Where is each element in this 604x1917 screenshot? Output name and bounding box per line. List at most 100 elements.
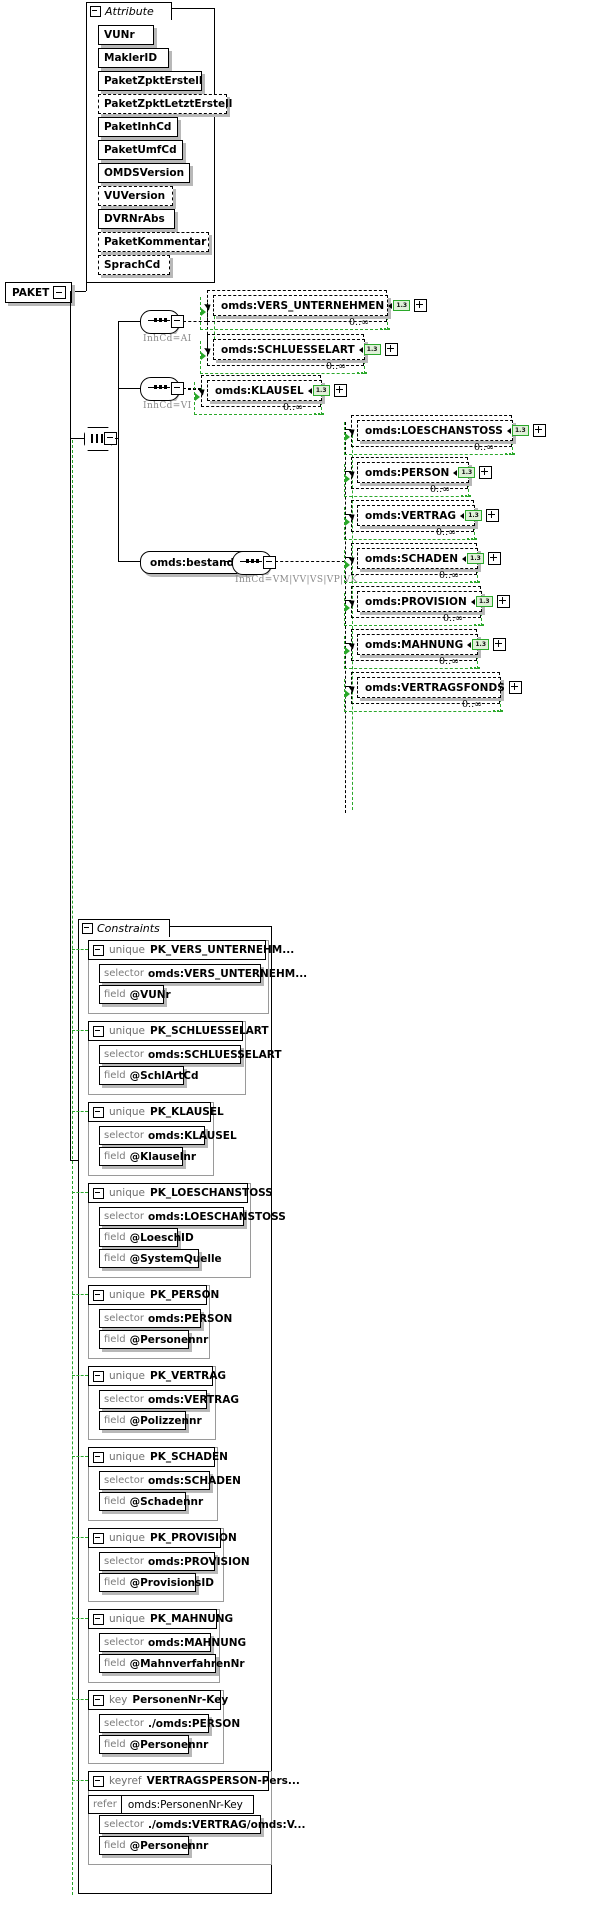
collapse-icon[interactable] [93, 1775, 104, 1787]
element-connector [345, 471, 351, 472]
collapse-icon[interactable] [93, 1694, 104, 1706]
version-link-arrow-icon [201, 308, 206, 316]
constraints-group-frame [78, 926, 272, 1894]
attribute-group-header[interactable]: Attribute [86, 2, 172, 20]
expand-icon[interactable] [508, 681, 522, 694]
root-element-paket[interactable]: PAKET [5, 282, 72, 303]
attribute-paketinhcd[interactable]: PaketInhCd [98, 117, 178, 137]
constraint-row-selector[interactable]: selector./omds:VERTRAG/omds:V... [99, 1815, 306, 1834]
element-ref-label: omds:VERS_UNTERNEHMEN [221, 299, 385, 312]
constraint-row-field[interactable]: field@MahnverfahrenNr [99, 1654, 245, 1673]
collapse-icon[interactable] [90, 6, 101, 17]
attribute-dvrnrabs[interactable]: DVRNrAbs [98, 209, 175, 229]
attribute-maklerid[interactable]: MaklerID [98, 48, 169, 68]
constraint-row-field[interactable]: field@Personennr [99, 1330, 208, 1349]
constraint-row-field[interactable]: field@VUNr [99, 985, 171, 1004]
expand-icon[interactable] [479, 466, 493, 479]
expand-icon[interactable] [532, 424, 546, 437]
expand-icon[interactable] [384, 343, 398, 356]
constraint-row-field[interactable]: field@Klauselnr [99, 1147, 196, 1166]
version-badge: 1.3 [466, 553, 484, 564]
collapse-icon[interactable] [53, 286, 67, 299]
attribute-omdsversion[interactable]: OMDSVersion [98, 163, 190, 183]
constraint-row-field[interactable]: field@Schadennr [99, 1492, 203, 1511]
constraint-row-field[interactable]: field@Personennr [99, 1735, 208, 1754]
attribute-vunr[interactable]: VUNr [98, 25, 154, 45]
attribute-vuversion[interactable]: VUVersion [98, 186, 173, 206]
collapse-icon[interactable] [93, 1289, 104, 1301]
element-ref-vertragsfonds[interactable]: omds:VERTRAGSFONDS [357, 677, 522, 698]
constraint-row-field[interactable]: field@SystemQuelle [99, 1249, 222, 1268]
expand-icon[interactable] [414, 299, 428, 312]
collapse-icon[interactable] [93, 1187, 104, 1199]
expand-icon[interactable] [493, 638, 507, 651]
constraint-row-selector[interactable]: selector./omds:PERSON [99, 1714, 240, 1733]
constraint-row-field[interactable]: field@SchlArtCd [99, 1066, 198, 1085]
row-value: ./omds:VERTRAG/omds:V... [147, 1818, 306, 1831]
expand-icon[interactable] [486, 509, 500, 522]
sequence-compositor-vi[interactable] [140, 377, 186, 401]
collapse-icon[interactable] [93, 1451, 104, 1463]
bestand-seq-out-line [275, 561, 345, 562]
attribute-sprachcd[interactable]: SprachCd [98, 255, 170, 275]
attribute-paketumfcd[interactable]: PaketUmfCd [98, 140, 183, 160]
constraint-row-field[interactable]: field@Personennr [99, 1836, 208, 1855]
collapse-icon[interactable] [93, 1370, 104, 1382]
collapse-icon[interactable] [93, 1613, 104, 1625]
attribute-label: DVRNrAbs [104, 213, 165, 225]
constraint-row-field[interactable]: field@ProvisionsID [99, 1573, 214, 1592]
collapse-icon[interactable] [93, 1532, 104, 1544]
collapse-icon[interactable] [171, 315, 184, 328]
collapse-icon[interactable] [93, 1106, 104, 1118]
collapse-icon[interactable] [93, 1025, 104, 1037]
expand-icon[interactable] [496, 595, 510, 608]
sequence-compositor-ai[interactable] [140, 310, 186, 334]
collapse-icon[interactable] [263, 556, 276, 569]
element-ref-label: omds:VERTRAGSFONDS [365, 681, 505, 694]
sequence-dot [164, 318, 167, 322]
constraint-row-field[interactable]: field@LoeschID [99, 1228, 194, 1247]
constraint-row-field[interactable]: field@Polizzennr [99, 1411, 202, 1430]
choice-compositor[interactable] [84, 427, 118, 451]
row-value: omds:MAHNUNG [147, 1636, 247, 1649]
constraints-group-header[interactable]: Constraints [78, 919, 170, 937]
row-value: @Klauselnr [129, 1150, 196, 1163]
collapse-icon[interactable] [82, 923, 93, 934]
attribute-paketzpktletzterstell[interactable]: PaketZpktLetztErstell [98, 94, 232, 114]
collapse-icon[interactable] [93, 944, 104, 956]
sequence-compositor-bestand[interactable] [232, 551, 278, 575]
attribute-paketzpkterstell[interactable]: PaketZpktErstell [98, 71, 202, 91]
expand-icon[interactable] [333, 384, 347, 397]
expand-icon[interactable] [487, 552, 501, 565]
attribute-paketkommentar[interactable]: PaketKommentar [98, 232, 209, 252]
